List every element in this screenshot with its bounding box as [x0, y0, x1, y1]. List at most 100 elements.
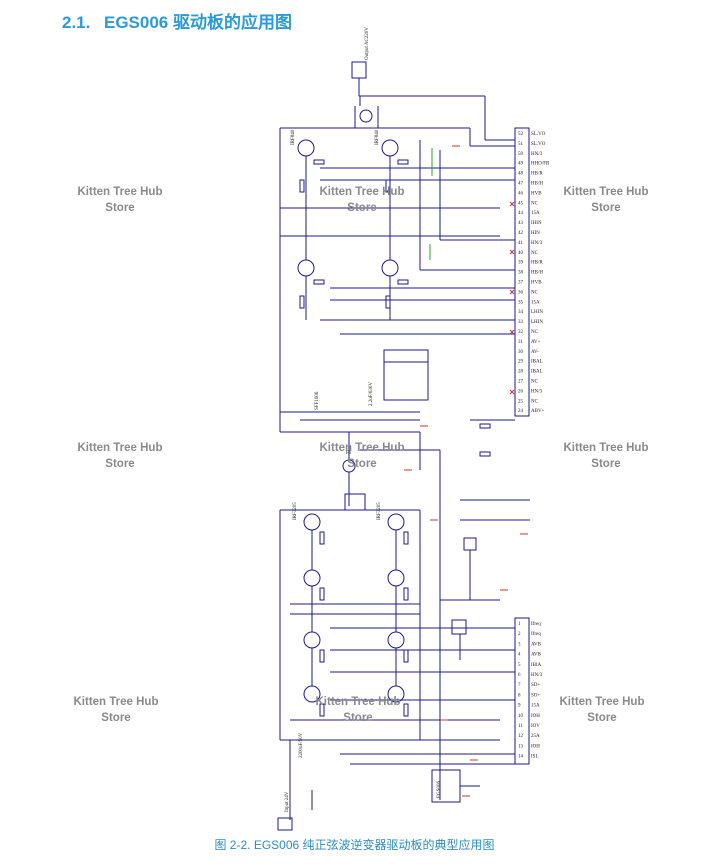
mosfet-q1-label: IRF840: [291, 129, 296, 145]
pin-number: 50: [518, 152, 524, 157]
watermark-line1: Kitten Tree Hub: [563, 186, 649, 198]
pin-name: HB/H: [531, 271, 543, 276]
watermark-line1: Kitten Tree Hub: [319, 442, 405, 454]
pin-number: 25: [518, 399, 524, 404]
watermark-line2: Store: [101, 712, 131, 724]
mosfet-q3-label: IRF3205: [293, 502, 298, 520]
pin-name: IOV: [531, 724, 540, 729]
section-title: EGS006 驱动板的应用图: [104, 13, 292, 32]
pin-name: HN/3: [531, 673, 543, 678]
pin-name: HIN: [531, 231, 540, 236]
pin-number: 37: [518, 281, 524, 286]
pin-number: 2: [518, 632, 521, 637]
pin-number: 4: [518, 653, 521, 658]
pin-number: 32: [518, 330, 524, 335]
mosfet-q4-label: IRF3205: [377, 502, 382, 520]
pin-number: 49: [518, 162, 524, 167]
watermark-line1: Kitten Tree Hub: [559, 696, 645, 708]
pin-number: 52: [518, 132, 524, 137]
pin-number: 30: [518, 350, 524, 355]
pin-name: SO+: [531, 693, 540, 698]
pin-name: AV+: [531, 340, 541, 345]
watermark-line1: Kitten Tree Hub: [77, 442, 163, 454]
pin-name: NC: [531, 201, 539, 206]
pin-name: HB/R: [531, 172, 543, 177]
mosfet-q2-label: IRF840: [375, 129, 380, 145]
input-cap-label: 2200uF/50V: [299, 732, 304, 758]
section-number: 2.1.: [62, 13, 91, 32]
pin-number: 47: [518, 182, 524, 187]
pin-number: 38: [518, 271, 524, 276]
pin-number: 10: [518, 714, 524, 719]
watermark-line1: Kitten Tree Hub: [319, 186, 405, 198]
section-heading: 2.1. EGS006 驱动板的应用图: [62, 8, 292, 33]
pin-number: 39: [518, 261, 524, 266]
pin-number: 9: [518, 704, 521, 709]
pin-name: HVB: [531, 191, 542, 196]
watermark-line1: Kitten Tree Hub: [73, 696, 159, 708]
pin-name: Ifreq: [531, 632, 541, 637]
watermark-line2: Store: [587, 712, 617, 724]
pin-name: HN/3: [531, 152, 543, 157]
pin-name: NC: [531, 251, 539, 256]
pin-number: 26: [518, 389, 524, 394]
pin-number: 45: [518, 201, 524, 206]
watermark-line2: Store: [105, 202, 135, 214]
pin-name: AV-: [531, 350, 539, 355]
pin-number: 40: [518, 251, 524, 256]
watermark-line1: Kitten Tree Hub: [563, 442, 649, 454]
pin-name: IOH: [531, 714, 540, 719]
pin-name: 15A: [531, 211, 540, 216]
pin-name: SD+: [531, 683, 540, 688]
pin-name: ABV+: [531, 409, 545, 414]
pin-name: IBAL: [531, 360, 543, 365]
pin-name: NC: [531, 290, 539, 295]
pin-number: 44: [518, 211, 524, 216]
watermark-line2: Store: [591, 202, 621, 214]
pin-number: 34: [518, 310, 524, 315]
pin-number: 48: [518, 172, 524, 177]
pin-name: HVB: [531, 281, 542, 286]
pin-name: IOH: [531, 744, 540, 749]
pin-name: 25A: [531, 734, 540, 739]
pin-number: 3: [518, 642, 521, 647]
pin-number: 11: [518, 724, 523, 729]
pin-number: 24: [518, 409, 524, 414]
diode-label: SFF1606: [315, 391, 320, 410]
pin-name: NC: [531, 399, 539, 404]
pin-name: 15A: [531, 704, 540, 709]
pin-name: HHO/FB: [531, 162, 550, 167]
watermark-line2: Store: [347, 202, 377, 214]
pin-name: ISL: [531, 755, 539, 760]
watermark-line1: Kitten Tree Hub: [77, 186, 163, 198]
watermark-line2: Store: [343, 712, 373, 724]
pin-number: 46: [518, 191, 524, 196]
watermark-line2: Store: [105, 458, 135, 470]
pin-number: 35: [518, 300, 524, 305]
pin-name: HN/3: [531, 241, 543, 246]
pin-number: 42: [518, 231, 524, 236]
pin-name: 15A: [531, 300, 540, 305]
pin-name: SL.VO: [531, 142, 546, 147]
pin-name: NC: [531, 330, 539, 335]
pin-number: 28: [518, 370, 524, 375]
pin-number: 6: [518, 673, 521, 678]
pin-name: IBIA: [531, 663, 542, 668]
pin-name: AVB: [531, 642, 542, 647]
watermark-line2: Store: [591, 458, 621, 470]
pin-number: 5: [518, 663, 521, 668]
fuse-label: F1: [346, 451, 352, 456]
watermark-line1: Kitten Tree Hub: [315, 696, 401, 708]
pin-name: HB/R: [531, 261, 543, 266]
pin-number: 12: [518, 734, 524, 739]
pin-number: 1: [518, 622, 521, 627]
pin-number: 51: [518, 142, 524, 147]
input-label: Input 24V: [285, 791, 290, 812]
pin-name: HN/3: [531, 389, 543, 394]
